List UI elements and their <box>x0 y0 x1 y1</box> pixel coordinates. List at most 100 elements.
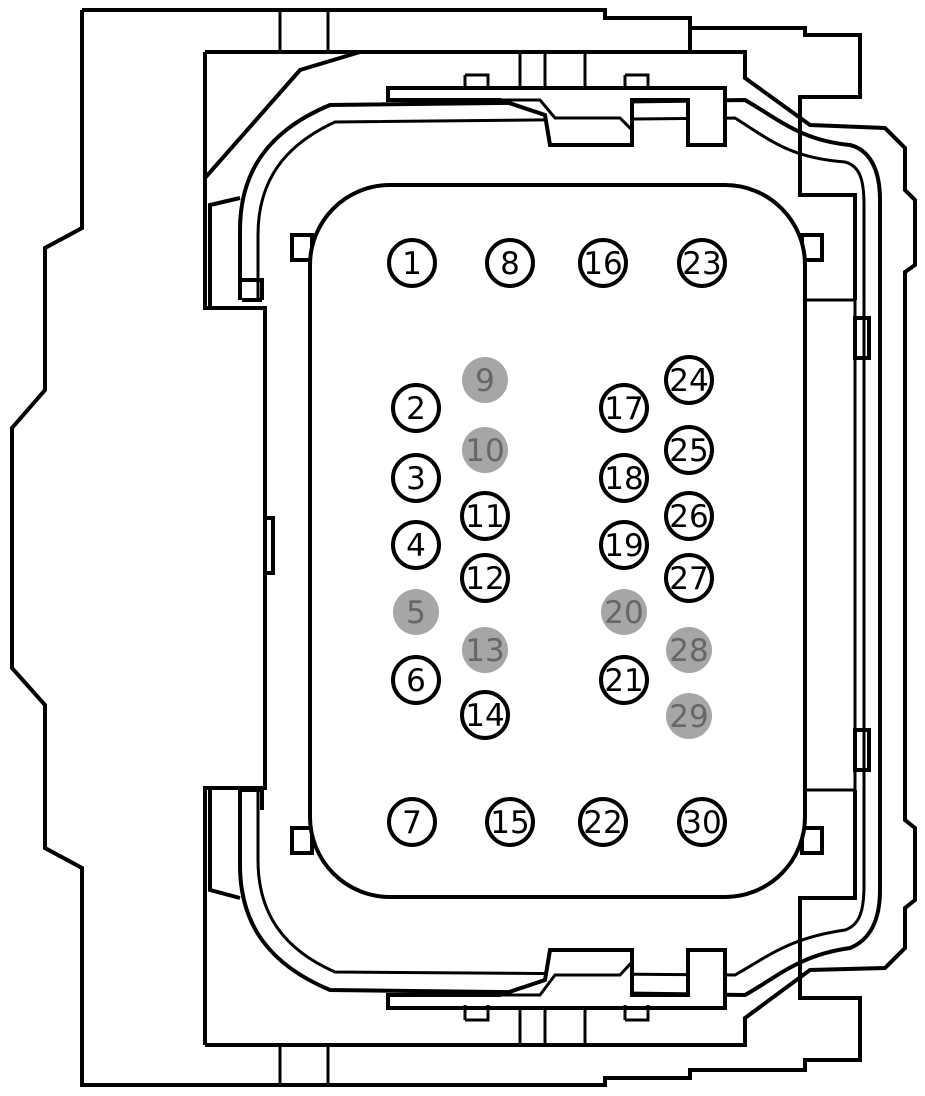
pin-9: 9 <box>462 357 508 403</box>
pin-circle <box>462 627 508 673</box>
pin-circle <box>601 589 647 635</box>
pin-16: 16 <box>578 238 628 288</box>
bottom-latch <box>386 948 727 1010</box>
pin-20: 20 <box>601 589 647 635</box>
pin-18: 18 <box>599 453 649 503</box>
pin-circle <box>387 238 437 288</box>
pin-circle <box>578 238 628 288</box>
pin-label: 29 <box>669 699 708 735</box>
top-latch-notch <box>488 98 634 132</box>
pin-circle <box>391 520 441 570</box>
pin-8: 8 <box>485 238 535 288</box>
pin-label: 10 <box>465 433 504 469</box>
inner-band-2 <box>256 116 866 977</box>
pin-label: 24 <box>669 363 708 399</box>
pin-30: 30 <box>677 797 727 847</box>
right-clip-top <box>853 316 871 360</box>
bottom-latch-detail <box>463 1005 650 1045</box>
pin-10: 10 <box>462 427 508 473</box>
pin-11: 11 <box>460 491 510 541</box>
pin-3: 3 <box>391 453 441 503</box>
pin-circle <box>485 797 535 847</box>
pin-label: 3 <box>406 461 426 497</box>
pin-label: 26 <box>669 499 708 535</box>
pin-label: 19 <box>604 528 643 564</box>
right-wall <box>800 298 857 792</box>
pin-label: 11 <box>465 499 504 535</box>
pin-circle <box>664 355 714 405</box>
pin-5: 5 <box>393 589 439 635</box>
pin-label: 20 <box>604 595 643 631</box>
pin-circle <box>462 357 508 403</box>
pin-label: 28 <box>669 633 708 669</box>
pin-face <box>308 183 807 899</box>
pin-4: 4 <box>391 520 441 570</box>
top-frame <box>203 28 917 1047</box>
pin-25: 25 <box>664 425 714 475</box>
housing-outline <box>10 8 862 1087</box>
pin-label: 9 <box>475 363 495 399</box>
pin-2: 2 <box>391 383 441 433</box>
pin-circle <box>666 693 712 739</box>
pin-circle <box>391 655 441 705</box>
inner-band <box>238 97 882 998</box>
left-clip-top <box>208 196 264 308</box>
pin-29: 29 <box>666 693 712 739</box>
pin-label: 4 <box>406 528 426 564</box>
left-clip-bottom <box>208 788 264 900</box>
pin-12: 12 <box>460 553 510 603</box>
pin-label: 18 <box>604 461 643 497</box>
pin-circle <box>664 553 714 603</box>
pin-21: 21 <box>599 655 649 705</box>
pin-label: 2 <box>406 391 426 427</box>
pin-1: 1 <box>387 238 437 288</box>
pin-circle <box>599 453 649 503</box>
pin-circle <box>391 453 441 503</box>
pin-label: 6 <box>406 663 426 699</box>
pin-label: 16 <box>583 246 622 282</box>
pin-circle <box>460 690 510 740</box>
pin-17: 17 <box>599 383 649 433</box>
pin-28: 28 <box>666 627 712 673</box>
pin-circle <box>677 797 727 847</box>
pin-label: 8 <box>500 246 520 282</box>
pin-circle <box>462 427 508 473</box>
pin-circle <box>460 491 510 541</box>
right-clip-bottom <box>853 728 871 772</box>
pin-24: 24 <box>664 355 714 405</box>
left-wall-inner <box>278 10 330 1085</box>
pin-7: 7 <box>387 797 437 847</box>
pin-circle <box>387 797 437 847</box>
left-tab <box>263 516 275 575</box>
pin-label: 15 <box>490 805 529 841</box>
pin-circle <box>391 383 441 433</box>
pin-circle <box>664 425 714 475</box>
pin-6: 6 <box>391 655 441 705</box>
pin-circle <box>599 520 649 570</box>
right-body <box>798 125 857 970</box>
pin-circle <box>393 589 439 635</box>
pin-label: 21 <box>604 663 643 699</box>
bottom-latch-notch <box>488 960 634 997</box>
pin-circle <box>578 797 628 847</box>
pin-label: 12 <box>465 561 504 597</box>
pin-circle <box>666 627 712 673</box>
pin-label: 23 <box>682 246 721 282</box>
pin-label: 14 <box>465 698 504 734</box>
pin-label: 27 <box>669 561 708 597</box>
guide-tab-bl <box>290 826 314 855</box>
pin-label: 22 <box>583 805 622 841</box>
pin-circle <box>664 491 714 541</box>
pin-26: 26 <box>664 491 714 541</box>
pin-15: 15 <box>485 797 535 847</box>
pin-27: 27 <box>664 553 714 603</box>
pin-circle <box>460 553 510 603</box>
pin-circle <box>485 238 535 288</box>
pin-circle <box>599 383 649 433</box>
pin-19: 19 <box>599 520 649 570</box>
pin-14: 14 <box>460 690 510 740</box>
pin-circle <box>677 238 727 288</box>
